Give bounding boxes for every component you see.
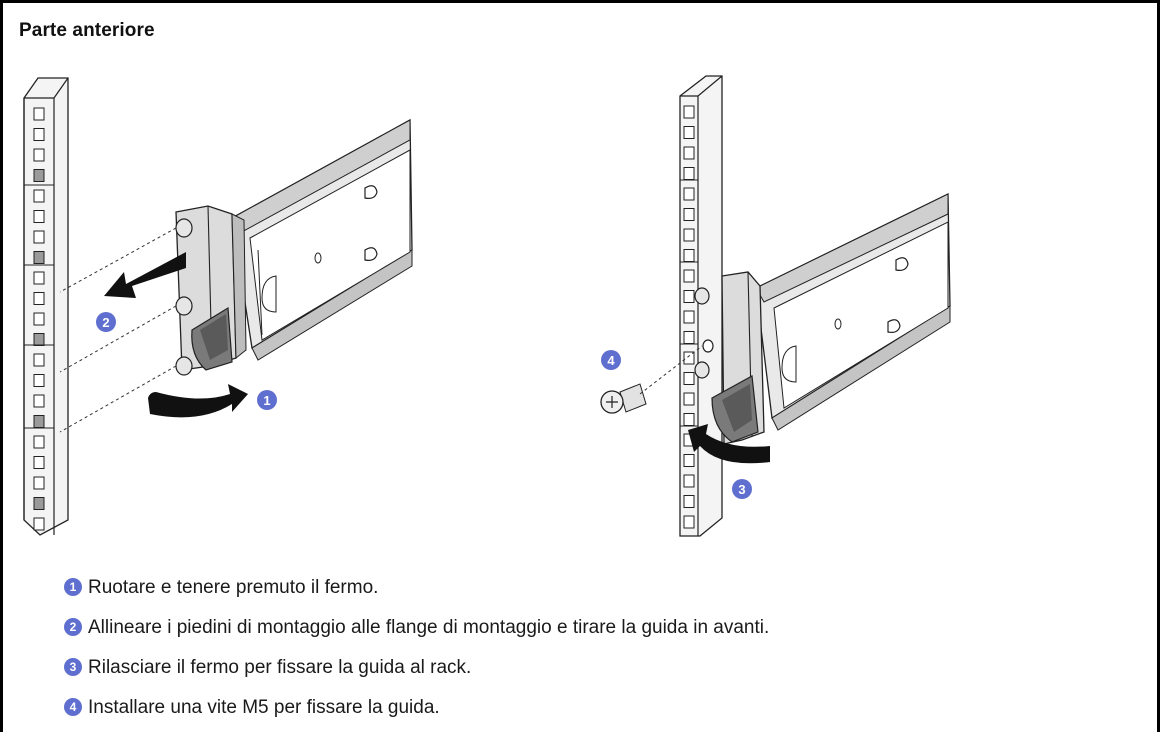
rack-hole [683, 105, 695, 119]
callout-1: 1 [257, 390, 277, 410]
step-number-badge: 1 [64, 578, 82, 596]
callout-2: 2 [96, 312, 116, 332]
rack-hole [683, 392, 695, 406]
rail-installation-illustration: 1 2 3 4 [23, 75, 951, 537]
right-front-bracket [694, 271, 765, 445]
rack-hole [33, 210, 45, 223]
rack-hole [33, 333, 45, 346]
rack-hole [33, 456, 45, 469]
rack-hole [33, 476, 45, 490]
step-text: Allineare i piedini di montaggio alle fl… [88, 617, 770, 638]
rack-hole [683, 515, 695, 529]
callout-4: 4 [601, 350, 621, 370]
rack-hole [33, 230, 45, 244]
rack-hole [33, 415, 45, 428]
right-rail [755, 192, 951, 431]
rack-hole [683, 249, 695, 262]
step-list: 1 Ruotare e tenere premuto il fermo. 2 A… [64, 568, 770, 728]
rack-hole [33, 394, 45, 408]
rack-hole [33, 312, 45, 326]
rotate-arrow-right [688, 424, 770, 464]
rack-hole [33, 271, 45, 285]
step-item: 2 Allineare i piedini di montaggio alle … [64, 608, 770, 648]
alignment-guides [59, 227, 177, 433]
right-rack-post [679, 75, 723, 537]
rack-hole [683, 372, 695, 385]
rack-hole [683, 146, 695, 160]
rack-hole [33, 353, 45, 367]
rack-hole [33, 435, 45, 449]
rotate-arrow-left [148, 384, 248, 418]
rack-hole [33, 169, 45, 182]
svg-text:4: 4 [607, 353, 615, 368]
rack-hole [683, 351, 695, 365]
figure-callouts: 1 2 3 4 [96, 312, 752, 499]
step-item: 4 Installare una vite M5 per fissare la … [64, 688, 769, 728]
left-rail [231, 118, 413, 361]
left-rack-post [23, 77, 69, 536]
rack-hole [683, 228, 695, 242]
rack-hole [683, 208, 695, 221]
rack-hole [683, 290, 695, 303]
svg-text:1: 1 [263, 393, 270, 408]
rack-hole [33, 148, 45, 162]
step-number-badge: 3 [64, 658, 82, 676]
rack-hole [33, 374, 45, 387]
callout-3: 3 [732, 479, 752, 499]
mounting-pin [175, 218, 193, 376]
rack-hole [683, 495, 695, 508]
left-front-bracket [175, 205, 247, 376]
rack-hole [683, 310, 695, 324]
rack-hole [683, 454, 695, 467]
step-text: Rilasciare il fermo per fissare la guida… [88, 657, 472, 678]
rack-hole [683, 126, 695, 139]
rack-hole [33, 251, 45, 264]
rack-hole [33, 189, 45, 203]
step-text: Installare una vite M5 per fissare la gu… [88, 697, 440, 718]
rack-hole [683, 474, 695, 488]
step-item: 3 Rilasciare il fermo per fissare la gui… [64, 648, 769, 688]
pull-forward-arrow [104, 252, 186, 298]
rack-hole [683, 413, 695, 426]
step-item: 1 Ruotare e tenere premuto il fermo. [64, 568, 769, 608]
step-text: Ruotare e tenere premuto il fermo. [88, 577, 379, 598]
svg-text:2: 2 [102, 315, 109, 330]
section-title: Parte anteriore [19, 20, 155, 41]
step-number-badge: 2 [64, 618, 82, 636]
rack-hole [33, 497, 45, 510]
rack-hole [33, 128, 45, 141]
svg-text:3: 3 [738, 482, 745, 497]
rack-hole [33, 107, 45, 121]
rack-hole [683, 187, 695, 201]
step-number-badge: 4 [64, 698, 82, 716]
rack-hole [33, 292, 45, 305]
screw-m5 [600, 345, 703, 414]
rack-hole [683, 269, 695, 283]
rack-hole [33, 517, 45, 531]
rack-hole [683, 331, 695, 344]
rack-hole [683, 167, 695, 180]
